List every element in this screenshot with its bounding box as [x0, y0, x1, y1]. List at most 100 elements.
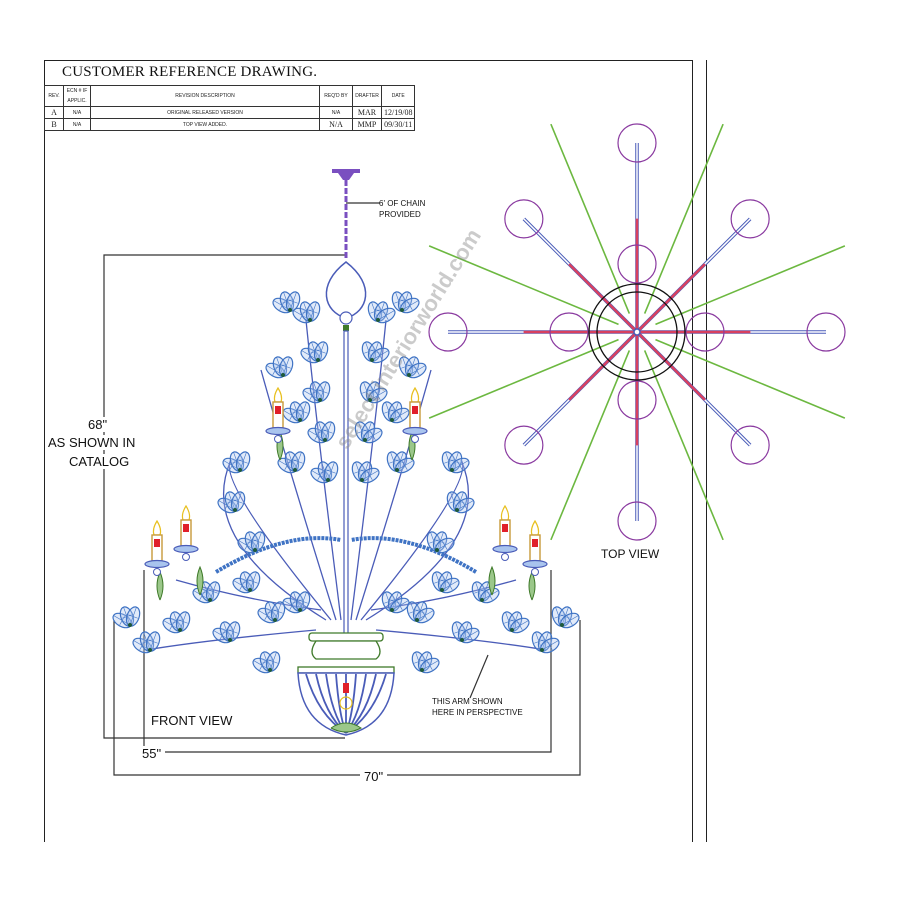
outer-width-label: 70": [360, 769, 388, 784]
crystal-cap: [400, 308, 404, 312]
height-dimension-line: [103, 254, 345, 739]
acanthus-leaf: [156, 570, 164, 601]
candle-cup-ball: [153, 568, 161, 576]
urn-neck: [311, 640, 381, 660]
crystal-cap: [390, 418, 394, 422]
top-view-green-ray: [550, 123, 631, 314]
drawing-title: CUSTOMER REFERENCE DRAWING.: [62, 64, 318, 80]
crystal-cap: [298, 608, 302, 612]
canopy-neck: [338, 173, 354, 180]
frame-border-top: [44, 60, 693, 61]
crystal-drop-facet: [293, 459, 303, 464]
crystal-cap: [395, 468, 399, 472]
revision-table-header: REV. ECN # IF APPLIC. REVISION DESCRIPTI…: [44, 85, 693, 131]
crystal-drop-facet: [547, 641, 553, 650]
crystal-cap: [370, 358, 374, 362]
crystal-cap: [407, 373, 411, 377]
crystal-cap: [208, 598, 212, 602]
crystal-cap: [540, 648, 544, 652]
candle-cup-ball: [182, 553, 190, 561]
crystal-cap: [281, 373, 285, 377]
crystal-cap: [128, 623, 132, 627]
crystal-drop-facet: [567, 616, 573, 625]
crystal-drop-facet: [397, 601, 403, 610]
top-view-inner-ring: [596, 291, 678, 373]
candle-cup-ball: [501, 553, 509, 561]
ball: [339, 311, 353, 325]
table-filler: [414, 85, 693, 131]
bead-garland: [350, 536, 478, 574]
inner-width-dimension-line: [143, 570, 552, 753]
top-view-label: TOP VIEW: [601, 547, 660, 561]
crystal-drop-facet: [442, 541, 448, 550]
crystal-cap: [298, 418, 302, 422]
branch: [175, 579, 322, 611]
acanthus-leaf: [196, 565, 204, 596]
header-date: DATE: [380, 85, 416, 107]
crystal-drop-facet: [323, 429, 333, 434]
branch: [350, 319, 387, 621]
crystal-drop-facet: [517, 621, 523, 630]
top-view-inner-circle: [617, 380, 657, 420]
crystal-cap: [363, 438, 367, 442]
crystal-drop-facet: [281, 364, 291, 369]
crystal-cap: [460, 638, 464, 642]
crystal-cap: [390, 608, 394, 612]
crystal-drop: [265, 651, 281, 672]
crystal-cap: [268, 668, 272, 672]
crystal-drop-facet: [427, 661, 433, 670]
candle-sleeve: [499, 519, 511, 547]
branch: [355, 369, 432, 621]
candle-cup-ball: [531, 568, 539, 576]
crystal-drop-facet: [383, 311, 389, 320]
crystal-cap: [360, 478, 364, 482]
crystal-cap: [440, 588, 444, 592]
crystal-drop: [450, 457, 470, 474]
top-view-candle-circle: [428, 312, 468, 352]
crystal-drop-facet: [487, 591, 493, 600]
crystal-drop: [460, 627, 480, 644]
crystal-cap: [288, 308, 292, 312]
candle-bulb: [412, 406, 418, 414]
crystal-drop-facet: [178, 619, 188, 624]
candle-flame: [530, 519, 540, 536]
top-view-candle-circle: [617, 501, 657, 541]
crystal-drop: [540, 637, 560, 654]
frame-border-left: [44, 60, 45, 842]
candle-flame: [410, 386, 420, 403]
chain-note-line2: PROVIDED: [379, 210, 421, 219]
chain-note-line1: 6' OF CHAIN: [379, 199, 426, 208]
height-label: 68": [88, 417, 108, 432]
bead-garland: [214, 536, 342, 574]
crystal-drop-facet: [228, 629, 238, 634]
frame-border-right-outer: [706, 60, 707, 842]
canopy: [332, 169, 360, 173]
crystal-drop-facet: [407, 301, 413, 310]
crystal-cap: [238, 468, 242, 472]
top-view-inner-circle: [549, 312, 589, 352]
crystal-cap: [323, 438, 327, 442]
urn-band: [297, 666, 395, 674]
acanthus-leaf: [528, 570, 536, 601]
crystal-drop: [305, 301, 321, 322]
candle-sleeve: [272, 401, 284, 429]
crystal-drop: [320, 421, 336, 442]
inner-width-label: 55": [138, 746, 166, 761]
candle-bulb: [275, 406, 281, 414]
crystal-cap: [480, 598, 484, 602]
branch: [228, 459, 332, 621]
crystal-cap: [435, 548, 439, 552]
top-view-inner-circle: [685, 312, 725, 352]
candle-sleeve: [180, 519, 192, 547]
branch: [360, 459, 464, 621]
top-view-candle-circle: [730, 199, 770, 239]
top-view-green-ray: [428, 338, 619, 419]
crystal-drop: [270, 601, 286, 622]
crystal-cap: [510, 628, 514, 632]
crystal-drop-facet: [377, 351, 383, 360]
urn-foot-leaves: [330, 722, 362, 733]
top-view-green-ray: [428, 245, 619, 326]
crystal-drop-facet: [367, 471, 373, 480]
cell-rev: B: [44, 118, 64, 131]
